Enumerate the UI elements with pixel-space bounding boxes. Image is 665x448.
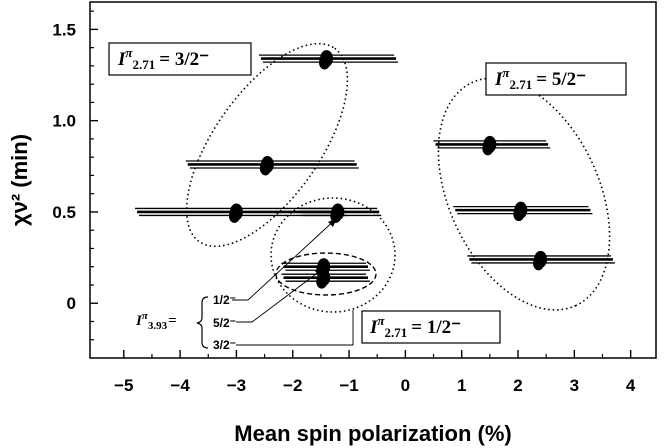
label-3-93-sup: π	[142, 310, 149, 322]
data-point-shadow	[228, 208, 240, 223]
spin-label-5-2: 5/2⁻	[213, 316, 236, 330]
x-tick-label: −1	[339, 376, 358, 395]
data-point-shadow	[513, 207, 525, 222]
label-group-1-2: Iπ2.71= 1/2⁻	[361, 310, 501, 344]
x-tick-label: 4	[626, 376, 636, 395]
label-3-93-sub: 3.93	[148, 320, 168, 332]
data-point-shadow	[316, 274, 328, 289]
y-tick-label: 1.0	[52, 112, 76, 131]
x-tick-label: 3	[570, 376, 579, 395]
spin-brace	[196, 296, 209, 349]
x-tick-label: −3	[227, 376, 246, 395]
data-point-shadow	[482, 141, 494, 156]
label-group-5-2: Iπ2.71= 5/2⁻	[485, 62, 627, 96]
pointer-3-2	[236, 310, 354, 346]
label-5-2-base: I	[494, 69, 503, 90]
svg-text:Iπ3.93=: Iπ3.93=	[135, 310, 177, 332]
label-1-2-value: = 1/2⁻	[411, 317, 461, 338]
x-axis-title: Mean spin polarization (%)	[234, 421, 511, 446]
label-3-2-sup: π	[125, 45, 133, 60]
y-tick-label: 0.5	[52, 203, 76, 222]
label-5-2-sub: 2.71	[510, 77, 533, 92]
label-1-2-sup: π	[377, 313, 385, 328]
spin-label-3-2: 3/2⁻	[213, 338, 236, 352]
data-point-shadow	[319, 55, 331, 70]
ellipse-group-5-2	[437, 77, 611, 311]
label-group-3-2: Iπ2.71= 3/2⁻	[108, 42, 252, 76]
svg-text:Iπ2.71= 5/2⁻: Iπ2.71= 5/2⁻	[494, 65, 586, 92]
x-tick-label: 1	[457, 376, 466, 395]
plot-frame	[89, 1, 657, 359]
x-axis: −5 −4 −3 −2 −1 0 1 2 3 4	[114, 350, 636, 395]
x-tick-label: −4	[170, 376, 190, 395]
ellipse-group-1-2	[270, 197, 396, 313]
label-1-2-sub: 2.71	[385, 325, 408, 340]
svg-text:Iπ2.71= 1/2⁻: Iπ2.71= 1/2⁻	[369, 313, 461, 340]
pointer-1-2	[232, 217, 338, 301]
x-tick-label: 0	[401, 376, 410, 395]
spin-label-1-2: 1/2⁻	[213, 293, 236, 307]
data-point-shadow	[330, 208, 342, 223]
label-3-2-sub: 2.71	[133, 57, 156, 72]
pointer-5-2	[236, 267, 325, 323]
label-1-2-base: I	[369, 317, 378, 338]
label-5-2-value: = 5/2⁻	[536, 69, 586, 90]
y-axis: 0 0.5 1.0 1.5	[52, 10, 98, 341]
label-3-2-base: I	[117, 49, 126, 70]
arrowhead-5-2	[315, 268, 324, 276]
label-group-3-93: Iπ3.93= 1/2⁻ 5/2⁻ 3/2⁻	[135, 217, 354, 352]
svg-text:Iπ2.71= 3/2⁻: Iπ2.71= 3/2⁻	[117, 45, 209, 72]
label-3-2-value: = 3/2⁻	[159, 49, 209, 70]
y-tick-label: 0	[67, 294, 76, 313]
x-tick-label: 2	[513, 376, 522, 395]
arrowhead-1-2	[328, 218, 337, 227]
data-point-shadow	[533, 256, 545, 271]
data-point-shadow	[259, 161, 271, 176]
y-tick-label: 1.5	[52, 20, 76, 39]
x-tick-label: −5	[114, 376, 133, 395]
label-5-2-sup: π	[502, 65, 510, 80]
data-marks	[135, 50, 615, 289]
x-tick-label: −2	[283, 376, 302, 395]
label-3-93-eq: =	[168, 313, 177, 329]
y-axis-title: χν² (min)	[7, 134, 32, 226]
label-3-93-base: I	[135, 313, 143, 329]
